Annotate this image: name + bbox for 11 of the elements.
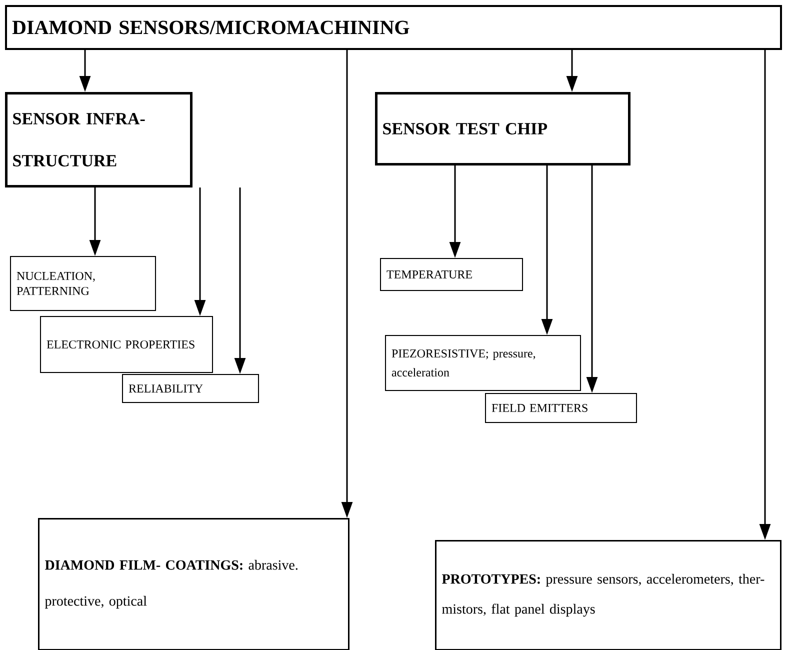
process-box: DIAMOND FILM- COATINGS: abrasive. protective, optical [38, 518, 350, 650]
process-box: SENSOR INFRA- STRUCTURE [5, 92, 192, 188]
process-box: RELIABILITY [122, 374, 259, 403]
process-box: FIELD EMITTERS [485, 393, 637, 423]
process-box: PIEZORESISTIVE; pressure, acceleration [385, 335, 581, 391]
process-box: TEMPERATURE [380, 258, 523, 291]
process-box: PROTOTYPES: pressure sensors, accelerometers, ther- mistors, flat panel displays [435, 540, 782, 650]
process-box: NUCLEATION, PATTERNING [10, 256, 156, 311]
title-box: DIAMOND SENSORS/MICROMACHINING [5, 5, 782, 50]
process-box: SENSOR TEST CHIP [375, 92, 630, 166]
process-box: ELECTRONIC PROPERTIES [40, 316, 213, 373]
